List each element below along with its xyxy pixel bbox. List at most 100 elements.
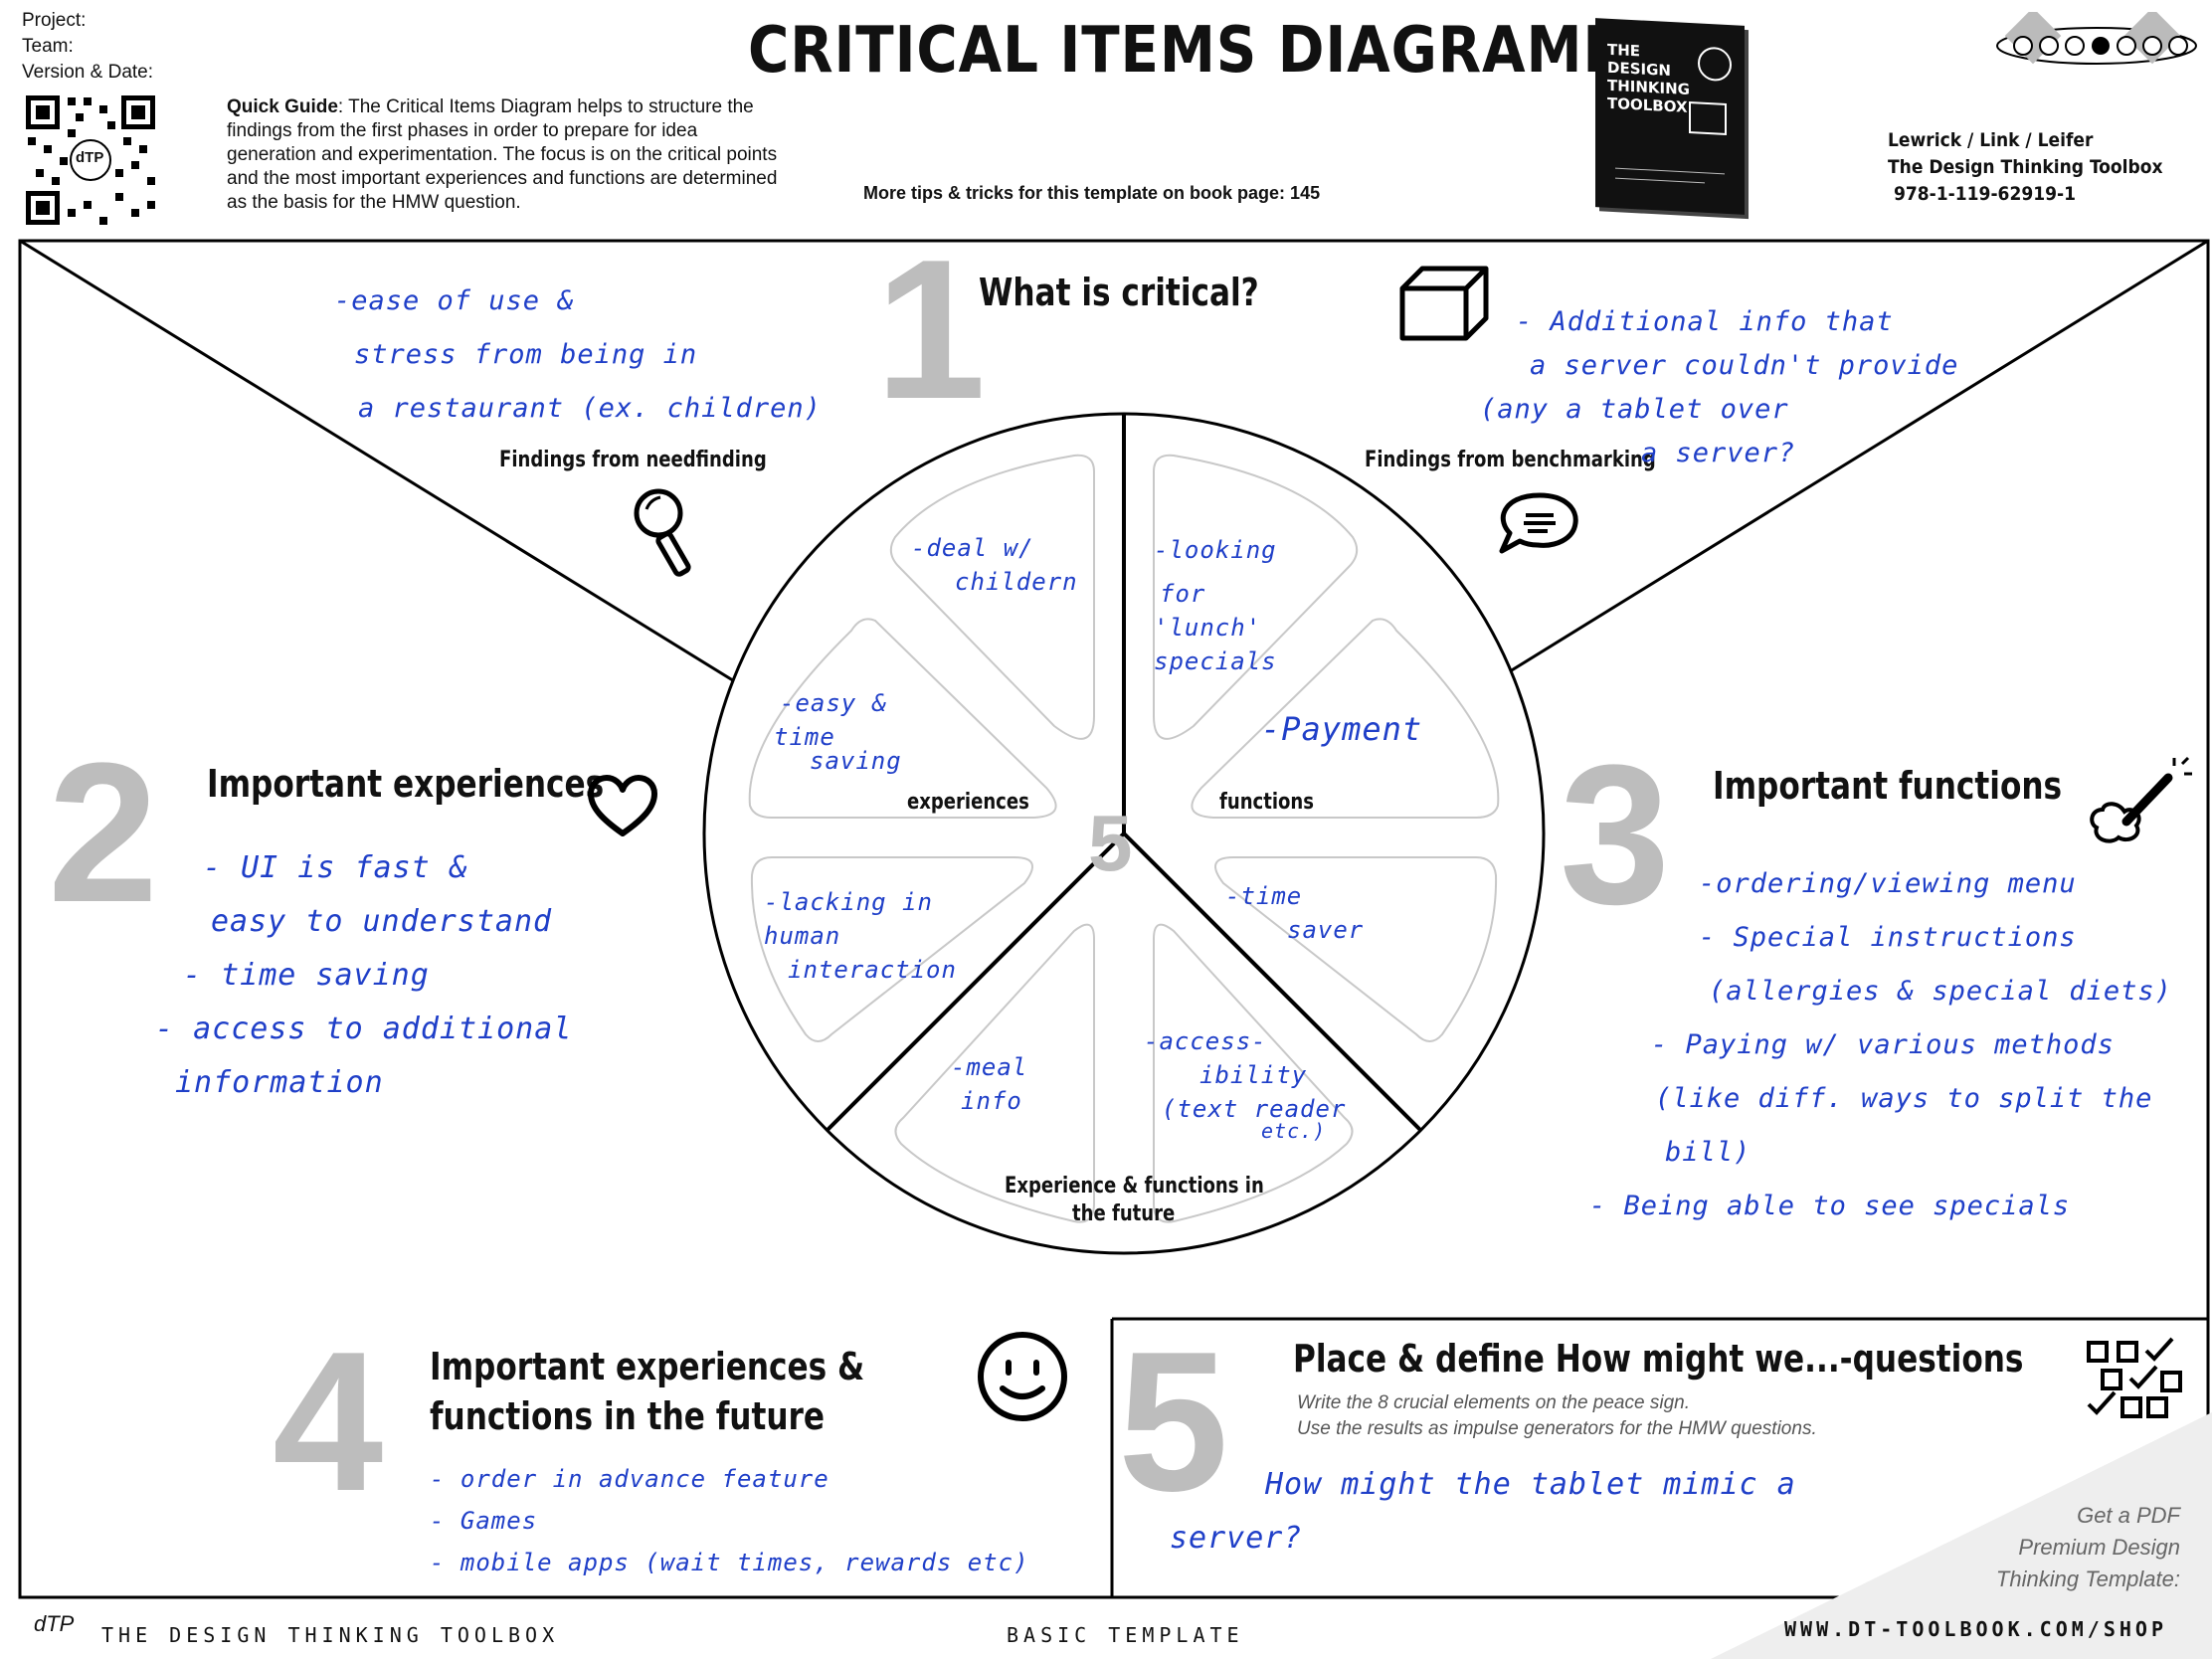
magic-wand-icon [2090,756,2192,843]
petal-note-bottom-left: -lacking in human interaction [764,885,957,987]
note-line: - order in advance feature [430,1465,830,1493]
petal-bottom-left [750,856,1033,1042]
note-line: -ease of use & [334,285,575,316]
note-line: for [1160,580,1206,608]
promo-line-1: Get a PDF [2077,1503,2180,1528]
book-authors: Lewrick / Link / Leifer [1888,129,2094,151]
note-line: - Special instructions [1699,922,2077,953]
book-cover: THE DESIGN THINKING TOOLBOX [1595,18,1745,215]
note-line: information [175,1065,384,1100]
petal-bottom-mid-left [894,923,1095,1223]
promo-text: Get a PDF Premium Design Thinking Templa… [1770,1500,2180,1595]
note-line: -looking [1154,536,1277,564]
wheel-experiences-label: experiences [907,790,1029,815]
petal-note-mid-left: -easy & time saving [774,686,902,778]
section1-left-label: Findings from needfinding [499,448,767,472]
note-line: - mobile apps (wait times, rewards etc) [430,1549,1029,1576]
section1-right-notes: - Additional info that a server couldn't… [1480,300,1958,475]
note-line: -ordering/viewing menu [1699,868,2077,899]
note-line: server? [1170,1521,1303,1556]
note-line: - Being able to see specials [1589,1191,2071,1221]
section3-notes: -ordering/viewing menu - Special instruc… [1589,857,2172,1233]
heart-icon [588,775,657,836]
note-line: ibility [1199,1061,1308,1089]
note-line: - Paying w/ various methods [1651,1029,2115,1060]
note-line: -Payment [1261,710,1423,748]
promo-url-link[interactable]: WWW.DT-TOOLBOOK.COM/SHOP [1784,1617,2167,1641]
note-line: saver [1287,916,1365,944]
note-line: easy to understand [211,904,553,939]
note-line: a server? [1641,438,1796,468]
section2-number: 2 [48,722,159,944]
team-label: Team: [22,36,74,57]
dtp-logo-graphic [1996,7,2197,65]
promo-corner-shape [1711,1412,2212,1659]
petal-note-mid-right: -Payment [1261,710,1422,748]
section4-number: 4 [273,1311,384,1533]
note-line: -deal w/ [911,534,1034,562]
note-line: -easy & [780,689,888,717]
note-line: -time [1225,882,1303,910]
note-line: - time saving [183,958,430,993]
petal-note-top-right: -looking for 'lunch' specials [1154,533,1277,678]
note-line: (like diff. ways to split the [1655,1083,2153,1114]
note-line: - Games [430,1507,538,1535]
section5-title: Place & define How might we...-questions [1293,1337,2024,1381]
footer-left-text: THE DESIGN THINKING TOOLBOX [101,1623,560,1647]
petal-note-bottom-right: -time saver [1225,879,1364,947]
note-line: -lacking in [764,888,933,916]
section5-notes: How might the tablet mimic a server? [1170,1458,1796,1566]
note-line: - Additional info that [1516,306,1894,337]
book-title: The Design Thinking Toolbox [1888,156,2163,178]
section5-instruction-2: Use the results as impulse generators fo… [1297,1418,1817,1439]
section4-notes: - order in advance feature - Games - mob… [430,1458,1029,1583]
petal-note-top-left: -deal w/ childern [911,531,1078,599]
note-line: human [764,922,841,950]
note-line: time [774,723,835,751]
quick-guide-text: : The Critical Items Diagram helps to st… [227,96,778,213]
wheel-functions-label: functions [1219,790,1315,815]
wheel-future-label-line1: Experience & functions in [1005,1174,1264,1198]
note-line: -meal [951,1053,1028,1081]
note-line: (text reader [1162,1095,1347,1123]
section3-title: Important functions [1713,764,2063,808]
note-line: How might the tablet mimic a [1265,1467,1796,1502]
book-isbn: 978-1-119-62919-1 [1894,183,2077,205]
promo-line-3: Thinking Template: [1995,1567,2180,1591]
note-line: info [961,1087,1022,1115]
note-line: - UI is fast & [203,850,468,885]
footer-logo: dTP [34,1611,75,1636]
dtp-logo-ovals [1993,7,2200,82]
qr-code-graphic [24,93,157,227]
section5-number: 5 [1118,1311,1229,1533]
section4-title-line2: functions in the future [430,1394,826,1438]
petal-note-bottom-mid-right: -access- ibility (text reader etc.) [1144,1024,1346,1148]
petal-mid-left [748,618,1057,819]
box-icon [1399,266,1489,341]
section1-number: 1 [875,219,987,441]
section1-left-notes: -ease of use & stress from being in a re… [334,275,822,436]
section2-title: Important experiences [207,762,605,806]
footer-center-text: BASIC TEMPLATE [1007,1623,1244,1647]
petal-top-right [1153,454,1359,740]
note-line: etc.) [1261,1119,1327,1143]
qr-code: dTP [24,93,157,227]
note-line: bill) [1665,1137,1751,1168]
quick-guide: Quick Guide: The Critical Items Diagram … [227,95,784,215]
note-line: stress from being in [354,339,698,370]
checklist-icon [2087,1337,2182,1418]
section3-number: 3 [1560,724,1671,946]
section4-title-line1: Important experiences & [430,1345,865,1388]
petal-mid-right [1191,618,1500,819]
wheel-center-number: 5 [1088,799,1133,887]
section1-title: What is critical? [979,271,1259,314]
petal-note-bottom-mid-left: -meal info [951,1050,1027,1118]
note-line: childern [955,568,1078,596]
note-line: (any a tablet over [1480,394,1789,425]
qr-logo-text: dTP [76,149,104,166]
note-line: 'lunch' [1154,614,1262,642]
note-line: saving [810,747,902,775]
magnifier-icon [634,488,691,577]
note-line: specials [1154,647,1277,675]
note-line: - access to additional [155,1012,573,1046]
